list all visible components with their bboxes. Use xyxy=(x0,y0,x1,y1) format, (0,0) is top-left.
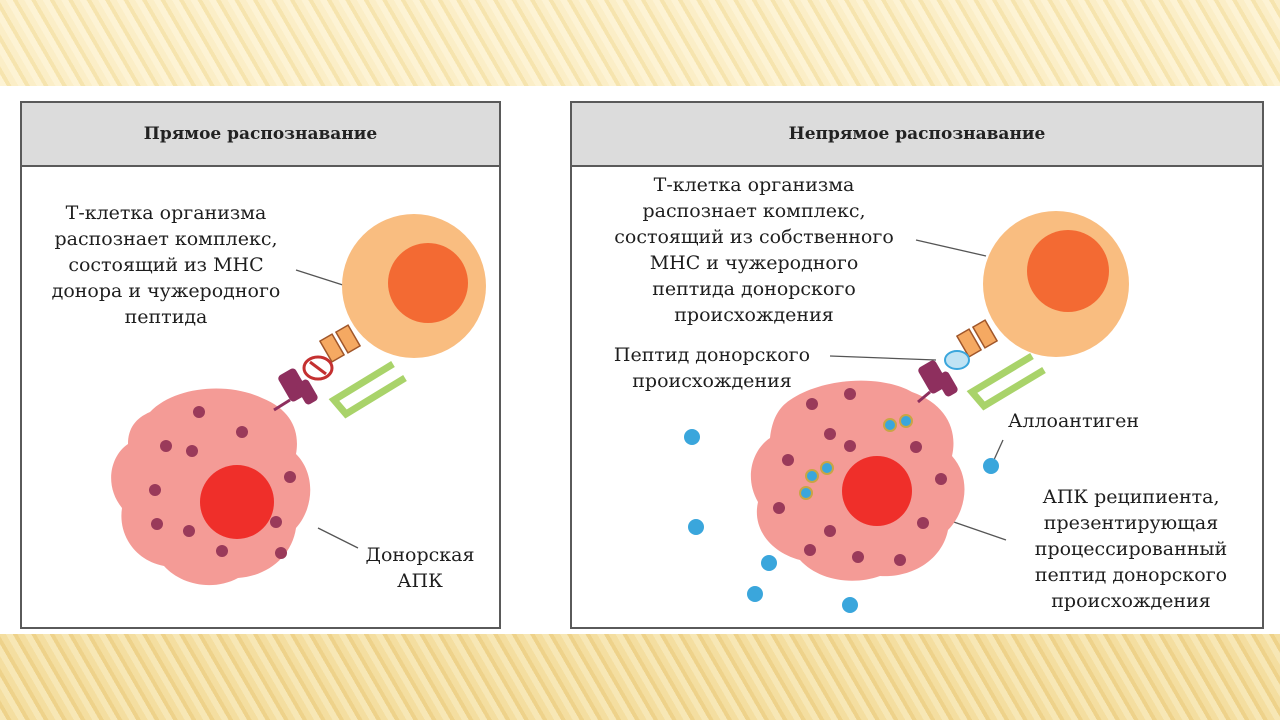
indirect-tcell-label-line: состоящий из собственного xyxy=(614,226,894,248)
donor-apc-label-line: Донорская xyxy=(365,544,475,566)
bottom-decor-band xyxy=(0,634,1280,720)
direct-tcell-label-line: Т-клетка организма xyxy=(65,202,267,224)
alloantigen-label: Аллоантиген xyxy=(1008,408,1139,434)
direct-tcell-label-line: донора и чужеродного xyxy=(51,280,281,302)
direct-tcell-label-line: распознает комплекс, xyxy=(54,228,278,250)
recipient-apc-label: АПК реципиента, презентирующая процессир… xyxy=(1004,484,1258,614)
donor-peptide-label-line: Пептид донорского xyxy=(613,344,811,366)
donor-peptide-label: Пептид донорского происхождения xyxy=(586,342,838,394)
indirect-recognition-title: Непрямое распознавание xyxy=(572,103,1262,167)
indirect-tcell-label-line: распознает комплекс, xyxy=(642,200,866,222)
recipient-apc-label-line: процессированный xyxy=(1034,538,1228,560)
alloantigen-label-text: Аллоантиген xyxy=(1008,410,1139,432)
direct-tcell-label-line: состоящий из МНС xyxy=(68,254,264,276)
indirect-tcell-label-line: пептида донорского xyxy=(652,278,856,300)
direct-tcell-label: Т-клетка организма распознает комплекс, … xyxy=(30,200,302,330)
donor-peptide-label-line: происхождения xyxy=(632,370,792,392)
direct-tcell-label-line: пептида xyxy=(124,306,208,328)
indirect-tcell-label-line: происхождения xyxy=(674,304,834,326)
indirect-tcell-label-line: МНС и чужеродного xyxy=(649,252,859,274)
recipient-apc-label-line: презентирующая xyxy=(1043,512,1219,534)
donor-apc-label-line: АПК xyxy=(397,570,443,592)
donor-apc-label: Донорская АПК xyxy=(358,542,482,594)
direct-recognition-title: Прямое распознавание xyxy=(22,103,499,167)
recipient-apc-label-line: АПК реципиента, xyxy=(1042,486,1220,508)
recipient-apc-label-line: происхождения xyxy=(1051,590,1211,612)
top-decor-band xyxy=(0,0,1280,86)
indirect-tcell-label-line: Т-клетка организма xyxy=(653,174,855,196)
indirect-tcell-label: Т-клетка организма распознает комплекс, … xyxy=(574,172,934,328)
recipient-apc-label-line: пептид донорского xyxy=(1034,564,1228,586)
